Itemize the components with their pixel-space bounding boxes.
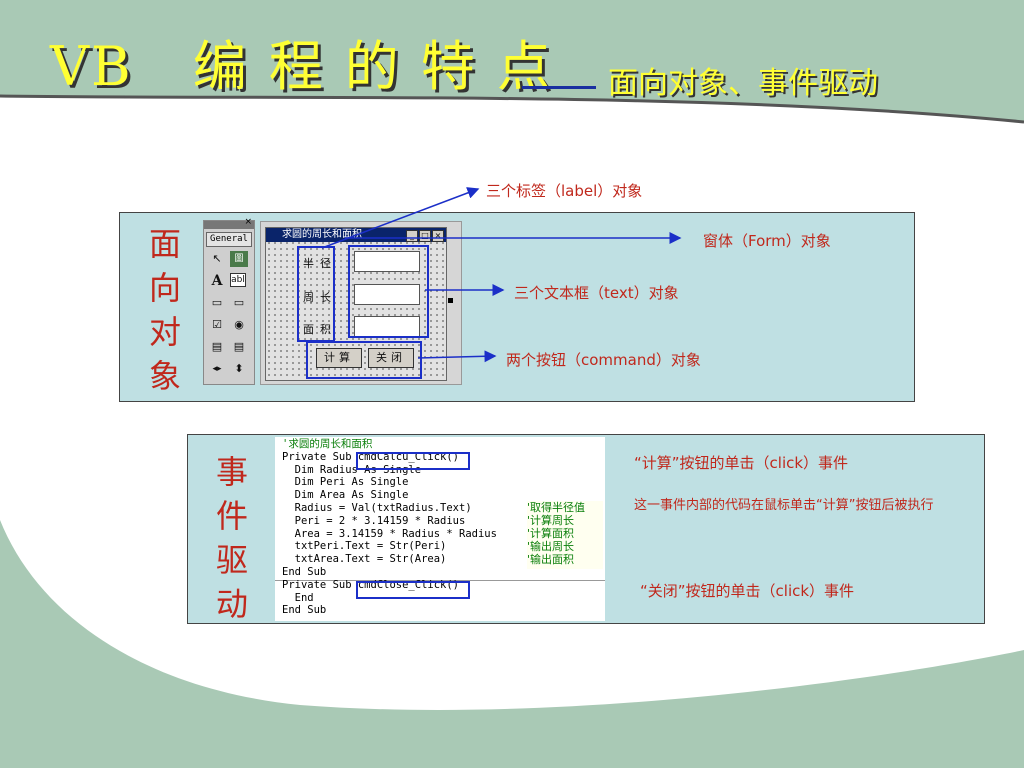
annotation-close-click: “关闭”按钮的单击（click）事件 xyxy=(640,582,855,600)
title-prefix: VB xyxy=(50,35,133,98)
label-tool-icon[interactable]: A xyxy=(211,273,223,289)
frame-tool-icon[interactable]: ▭ xyxy=(211,296,223,309)
buttons-highlight xyxy=(306,341,422,379)
code-window[interactable]: '取得半径值 '计算周长 '计算面积 '输出周长 '输出面积 '求圆的周长和面积… xyxy=(275,437,605,621)
toolbox-general-tab[interactable]: General xyxy=(206,232,252,247)
comment-line: '计算周长 xyxy=(527,514,575,527)
toolbox-header: × xyxy=(204,217,254,229)
checkbox-tool-icon[interactable]: ☑ xyxy=(212,318,222,331)
resize-handle[interactable] xyxy=(448,298,453,303)
event-vertical-label: 事 件 驱 动 xyxy=(212,450,252,626)
code-line: Radius = Val(txtRadius.Text) xyxy=(282,502,472,514)
code-line: Area = 3.14159 * Radius * Radius xyxy=(282,527,497,540)
title-char: 特 xyxy=(420,35,477,98)
object-vertical-label: 面 向 对 象 xyxy=(145,222,185,398)
close-icon[interactable]: × xyxy=(432,230,444,242)
maximize-icon[interactable]: □ xyxy=(419,230,431,242)
close-button[interactable]: 关闭 xyxy=(368,348,414,368)
picture-tool-icon[interactable]: 圖 xyxy=(230,251,248,267)
pointer-tool-icon[interactable]: ↖ xyxy=(212,252,222,265)
form-title: 求圆的周长和面积 xyxy=(282,229,362,240)
vertical-char: 向 xyxy=(148,269,181,307)
comment-line: '输出周长 xyxy=(527,540,575,553)
vertical-char: 象 xyxy=(148,357,181,395)
annotation-calc-click: “计算”按钮的单击（click）事件 xyxy=(634,454,849,472)
title-underline xyxy=(522,86,596,89)
calc-button[interactable]: 计算 xyxy=(316,348,362,368)
title-char: 的 xyxy=(344,35,401,98)
textbox-radius[interactable] xyxy=(354,251,420,272)
command-tool-icon[interactable]: ▭ xyxy=(233,296,245,309)
code-line: txtPeri.Text = Str(Peri) xyxy=(282,540,447,553)
label-perimeter[interactable]: 周长 xyxy=(303,291,337,304)
code-line: txtArea.Text = Str(Area) xyxy=(282,553,447,566)
annotation-calc-desc: 这一事件内部的代码在鼠标单击“计算”按钮后被执行 xyxy=(634,498,934,513)
vertical-char: 动 xyxy=(215,585,248,623)
minimize-icon[interactable]: _ xyxy=(406,230,418,242)
vb-toolbox: × General ↖ 圖 A abl ▭ ▭ ☑ ◉ ▤ ▤ ◂▸ ⬍ xyxy=(203,217,255,385)
comment-line: '输出面积 xyxy=(527,553,575,566)
close-click-highlight xyxy=(356,581,470,599)
comment-line: '计算面积 xyxy=(527,527,575,540)
vertical-char: 对 xyxy=(148,313,181,351)
vscroll-tool-icon[interactable]: ⬍ xyxy=(234,362,244,375)
annotation-labels: 三个标签（label）对象 xyxy=(486,182,643,200)
label-radius[interactable]: 半径 xyxy=(303,257,337,270)
vertical-char: 面 xyxy=(148,225,181,263)
close-icon[interactable]: × xyxy=(244,217,252,227)
option-tool-icon[interactable]: ◉ xyxy=(234,318,244,331)
annotation-buttons: 两个按钮（command）对象 xyxy=(506,351,701,369)
inline-comments: '取得半径值 '计算周长 '计算面积 '输出周长 '输出面积 xyxy=(527,501,603,569)
code-line: End xyxy=(282,591,314,604)
textboxes-highlight xyxy=(348,245,429,338)
hscroll-tool-icon[interactable]: ◂▸ xyxy=(212,364,222,374)
title-char: 程 xyxy=(268,35,325,98)
annotation-form: 窗体（Form）对象 xyxy=(703,232,831,250)
vertical-char: 件 xyxy=(215,497,248,535)
code-line: Dim Area As Single xyxy=(282,489,409,502)
textbox-perimeter[interactable] xyxy=(354,284,420,305)
textbox-tool-icon[interactable]: abl xyxy=(230,273,246,287)
listbox-tool-icon[interactable]: ▤ xyxy=(233,340,245,353)
label-area[interactable]: 面积 xyxy=(303,323,337,336)
calc-click-highlight xyxy=(356,452,470,470)
annotation-textboxes: 三个文本框（text）对象 xyxy=(514,284,679,302)
vertical-char: 事 xyxy=(215,453,248,491)
title-char: 编 xyxy=(192,35,249,98)
combobox-tool-icon[interactable]: ▤ xyxy=(211,340,223,353)
slide-subtitle: 面向对象、事件驱动 xyxy=(608,66,878,101)
vertical-char: 驱 xyxy=(215,541,248,579)
code-line: '求圆的周长和面积 xyxy=(282,438,373,450)
code-line: Peri = 2 * 3.14159 * Radius xyxy=(282,514,466,527)
code-line: End Sub xyxy=(282,604,327,617)
code-line: Dim Peri As Single xyxy=(282,476,409,489)
vb-form-window[interactable]: 求圆的周长和面积 _ □ × 半径 周长 面积 计算 关闭 xyxy=(265,227,447,381)
comment-line: '取得半径值 xyxy=(527,501,586,514)
procedure-separator xyxy=(275,580,605,581)
code-line: End Sub xyxy=(282,566,327,578)
